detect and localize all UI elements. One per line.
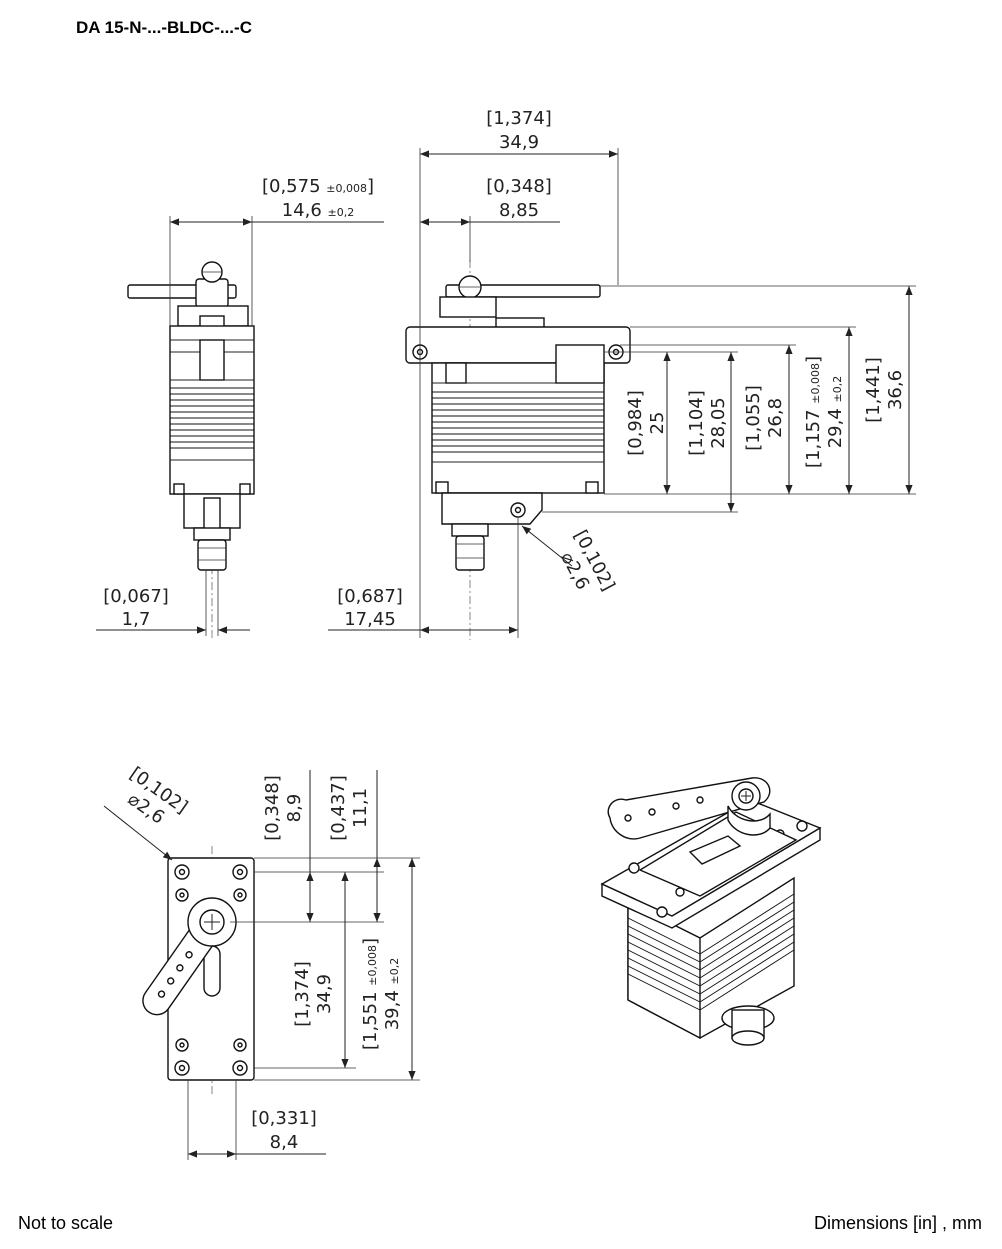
dim-h28-mm: 28,05 <box>708 397 729 449</box>
dim-mount-side-inch: [0,687] <box>337 586 403 607</box>
dim-top89-mm: 8,9 <box>284 794 305 823</box>
iso-cooling-fins <box>627 893 795 1011</box>
isometric-view <box>600 777 822 1046</box>
scale-note: Not to scale <box>18 1213 114 1233</box>
dim-h26-mm: 26,8 <box>765 398 786 438</box>
front-view <box>127 261 255 640</box>
front-cooling-fins <box>170 387 254 449</box>
dim-axis-front-mm: 14,6 ±0,2 <box>282 200 355 221</box>
dim-shaft-front-inch: [0,067] <box>103 586 169 607</box>
dim-h29-inch: [1,157 ±0,008] <box>803 356 824 468</box>
dim-axis-side-inch: [0,348] <box>486 176 552 197</box>
dim-h28-inch: [1,104] <box>686 390 707 456</box>
dim-h36-inch: [1,441] <box>863 357 884 423</box>
front-dimension-lines <box>96 216 384 636</box>
top-view <box>142 846 255 1094</box>
dim-top111-mm: 11,1 <box>350 788 371 828</box>
side-view <box>405 260 631 640</box>
dim-h36-mm: 36,6 <box>885 370 906 410</box>
dim-width-inch: [1,374] <box>486 108 552 129</box>
dim-h25-inch: [0,984] <box>625 390 646 456</box>
dim-top349-mm: 34,9 <box>314 974 335 1014</box>
side-cooling-fins <box>432 391 604 453</box>
dim-axis-front-inch: [0,575 ±0,008] <box>262 176 374 197</box>
side-dimension-lines <box>328 148 916 638</box>
dim-top394-mm: 39,4 ±0,2 <box>382 958 403 1031</box>
dim-top84-inch: [0,331] <box>251 1108 317 1129</box>
dim-width-mm: 34,9 <box>499 132 539 153</box>
dim-h26-inch: [1,055] <box>743 385 764 451</box>
dim-mount-side-mm: 17,45 <box>344 609 396 630</box>
dim-top89-inch: [0,348] <box>262 775 283 841</box>
units-note: Dimensions [in] , mm <box>813 1213 982 1233</box>
dim-h29-mm: 29,4 ±0,2 <box>825 376 846 449</box>
dim-axis-side-mm: 8,85 <box>499 200 539 221</box>
dim-top84-mm: 8,4 <box>270 1132 299 1153</box>
dim-shaft-front-mm: 1,7 <box>122 609 151 630</box>
drawing-title: DA 15-N-...-BLDC-...-C <box>76 18 252 37</box>
dim-top394-inch: [1,551 ±0,008] <box>360 938 381 1050</box>
dim-top349-inch: [1,374] <box>292 961 313 1027</box>
dim-top111-inch: [0,437] <box>328 775 349 841</box>
top-dimension-lines <box>103 770 420 1160</box>
dim-h25-mm: 25 <box>647 412 668 435</box>
